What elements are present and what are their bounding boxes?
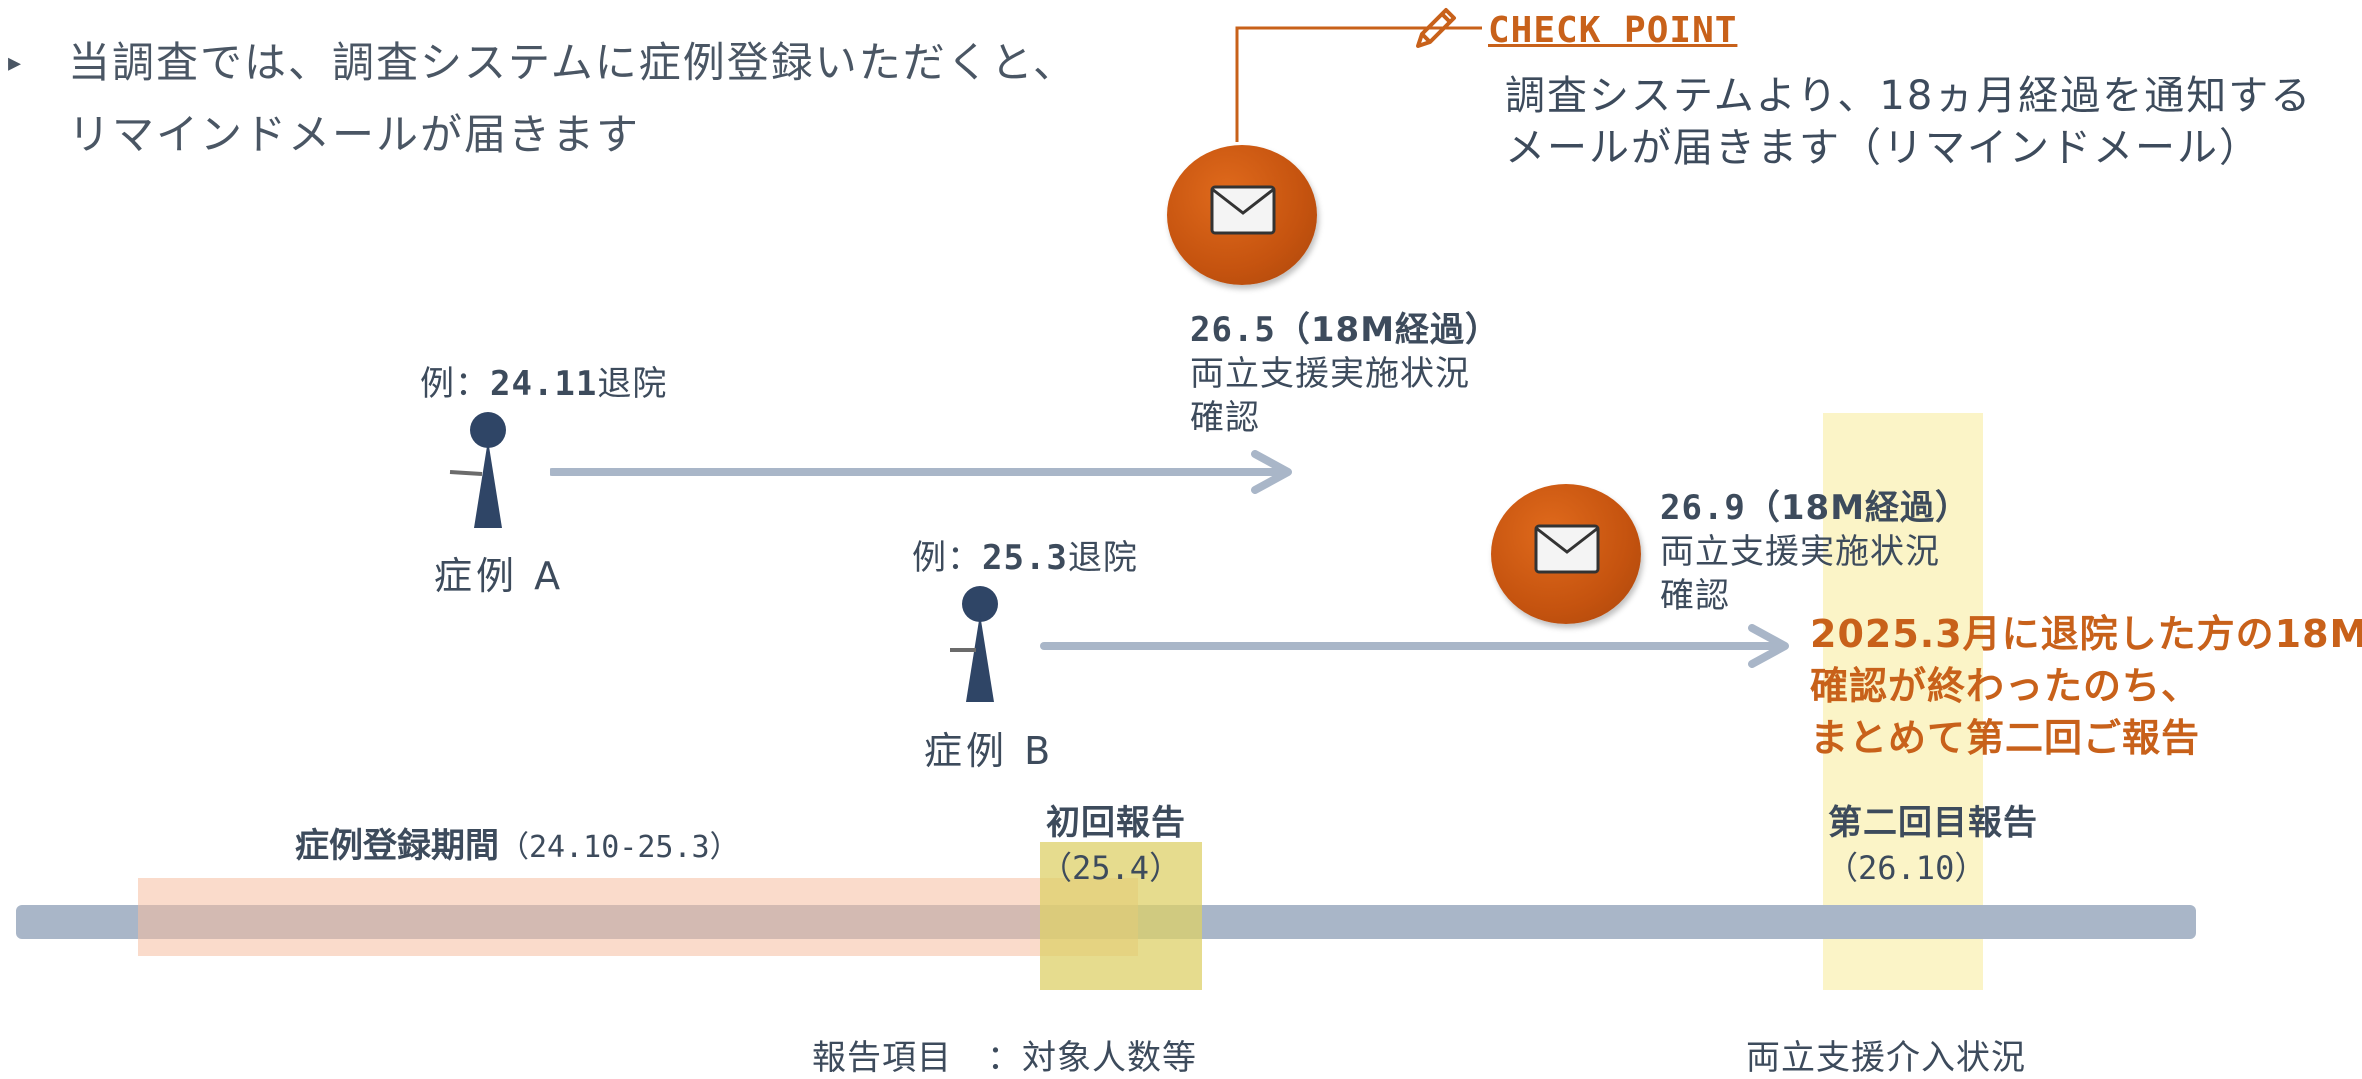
intro-line-2: リマインドメールが届きます (68, 110, 641, 159)
note-line-1: 2025.3月に退院した方の18M (1810, 612, 2362, 656)
mail-circle-b (1491, 484, 1641, 624)
person-b-icon (950, 586, 998, 702)
bullet-icon: ▸ (8, 48, 24, 78)
first-report-title: 初回報告 (1046, 803, 1186, 843)
intro-line-1: 当調査では、調査システムに症例登録いただくと、 (68, 38, 1078, 87)
check-point-label: CHECK POINT (1488, 10, 1738, 51)
envelope-icon (1534, 524, 1600, 574)
check-point-text: 調査システムより、18ヵ月経過を通知する メールが届きます（リマインドメール） (1505, 70, 2312, 174)
second-report-date: （26.10） (1826, 849, 1987, 887)
case-b-name: 症例 B (924, 729, 1055, 773)
case-a-discharge-label: 例：24.11退院 (420, 364, 668, 404)
first-report-band (1040, 842, 1202, 990)
case-a-mail-label: 26.5（18M経過） 両立支援実施状況 確認 (1190, 308, 1500, 440)
case-b-mail-label: 26.9（18M経過） 両立支援実施状況 確認 (1660, 486, 1970, 618)
mail-circle-a (1167, 145, 1317, 285)
pencil-icon (1416, 8, 1456, 48)
registration-period-label: 症例登録期間（24.10-25.3） (295, 826, 740, 866)
envelope-icon (1210, 185, 1276, 235)
person-a-icon (449, 412, 506, 528)
case-a-name: 症例 A (434, 554, 565, 598)
second-report-title: 第二回目報告 (1828, 803, 2038, 843)
second-report-note: 2025.3月に退院した方の18M 確認が終わったのち、 まとめて第二回ご報告 (1810, 608, 2362, 764)
case-a-arrow (550, 450, 1292, 494)
check-point-connector (1235, 26, 1482, 142)
case-b-mail-paren: （18M経過） (1745, 488, 1971, 528)
case-b-arrow (1040, 624, 1789, 668)
registration-period-band (138, 878, 1138, 956)
case-b-mail-line-3: 確認 (1660, 576, 1730, 616)
case-b-mail-line-2: 両立支援実施状況 (1660, 532, 1940, 572)
case-b-discharge-label: 例：25.3退院 (912, 538, 1138, 578)
case-a-mail-date: 26.5 (1190, 310, 1276, 350)
first-report-items: 報告項目 ：対象人数等 (812, 1038, 1197, 1078)
case-a-mail-line-2: 両立支援実施状況 (1190, 354, 1470, 394)
first-report-date: （25.4） (1040, 849, 1182, 887)
case-a-mail-paren: （18M経過） (1275, 310, 1501, 350)
check-point-line-2: メールが届きます（リマインドメール） (1505, 125, 2261, 171)
case-a-mail-line-3: 確認 (1190, 398, 1260, 438)
note-line-2: 確認が終わったのち、 (1810, 664, 2201, 708)
check-point-line-1: 調査システムより、18ヵ月経過を通知する (1505, 73, 2313, 119)
second-report-items: 両立支援介入状況 (1746, 1038, 2026, 1078)
case-b-mail-date: 26.9 (1660, 488, 1746, 528)
second-report-band (1823, 413, 1983, 990)
note-line-3: まとめて第二回ご報告 (1810, 716, 2201, 760)
